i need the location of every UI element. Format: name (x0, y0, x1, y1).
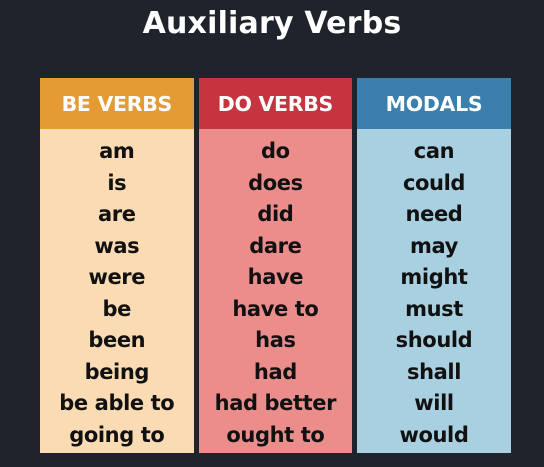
modals-header: MODALS (357, 78, 511, 129)
do-verb-item: did (257, 202, 294, 226)
modal-item: could (402, 170, 466, 195)
page-title: Auxiliary Verbs (142, 6, 402, 41)
do-verb-item: have to (232, 296, 319, 321)
modal-item: may (410, 233, 458, 258)
be-verb-item: were (88, 265, 146, 289)
do-verbs-header: DO VERBS (198, 78, 353, 129)
do-verb-item: do (261, 139, 290, 163)
modal-item: might (400, 265, 468, 289)
modal-item: would (399, 422, 469, 447)
be-verb-item: being (84, 359, 150, 384)
modal-item: should (395, 328, 473, 352)
do-verb-item: had better (214, 391, 337, 415)
be-verb-item: are (98, 202, 136, 226)
be-verb-item: been (88, 328, 146, 352)
be-verb-item: was (94, 233, 140, 258)
be-verb-item: is (107, 170, 127, 195)
do-verb-item: ought to (226, 422, 325, 447)
do-verb-item: have (247, 265, 304, 289)
modals-column: MODALS can could need may might must sho… (357, 78, 511, 453)
be-verb-item: going to (69, 422, 165, 447)
be-verbs-column: BE VERBS am is are was were be been bein… (40, 78, 194, 453)
modal-item: will (414, 391, 454, 415)
do-verbs-column: DO VERBS do does did dare have have to h… (198, 78, 353, 453)
be-verb-item: be (102, 296, 132, 321)
be-verbs-list: am is are was were be been being be able… (40, 129, 194, 453)
do-verb-item: has (255, 328, 296, 352)
do-verb-item: does (248, 170, 303, 195)
be-verb-item: be able to (59, 391, 175, 415)
do-verb-item: dare (249, 233, 302, 258)
modals-list: can could need may might must should sha… (357, 129, 511, 453)
modal-item: need (405, 202, 463, 226)
auxiliary-verbs-table: BE VERBS am is are was were be been bein… (40, 78, 511, 453)
do-verb-item: had (253, 359, 297, 384)
do-verbs-list: do does did dare have have to has had ha… (198, 129, 353, 453)
modal-item: can (413, 139, 455, 163)
be-verb-item: am (99, 139, 135, 163)
be-verbs-header: BE VERBS (40, 78, 194, 129)
modal-item: must (405, 296, 463, 321)
modal-item: shall (406, 359, 461, 384)
